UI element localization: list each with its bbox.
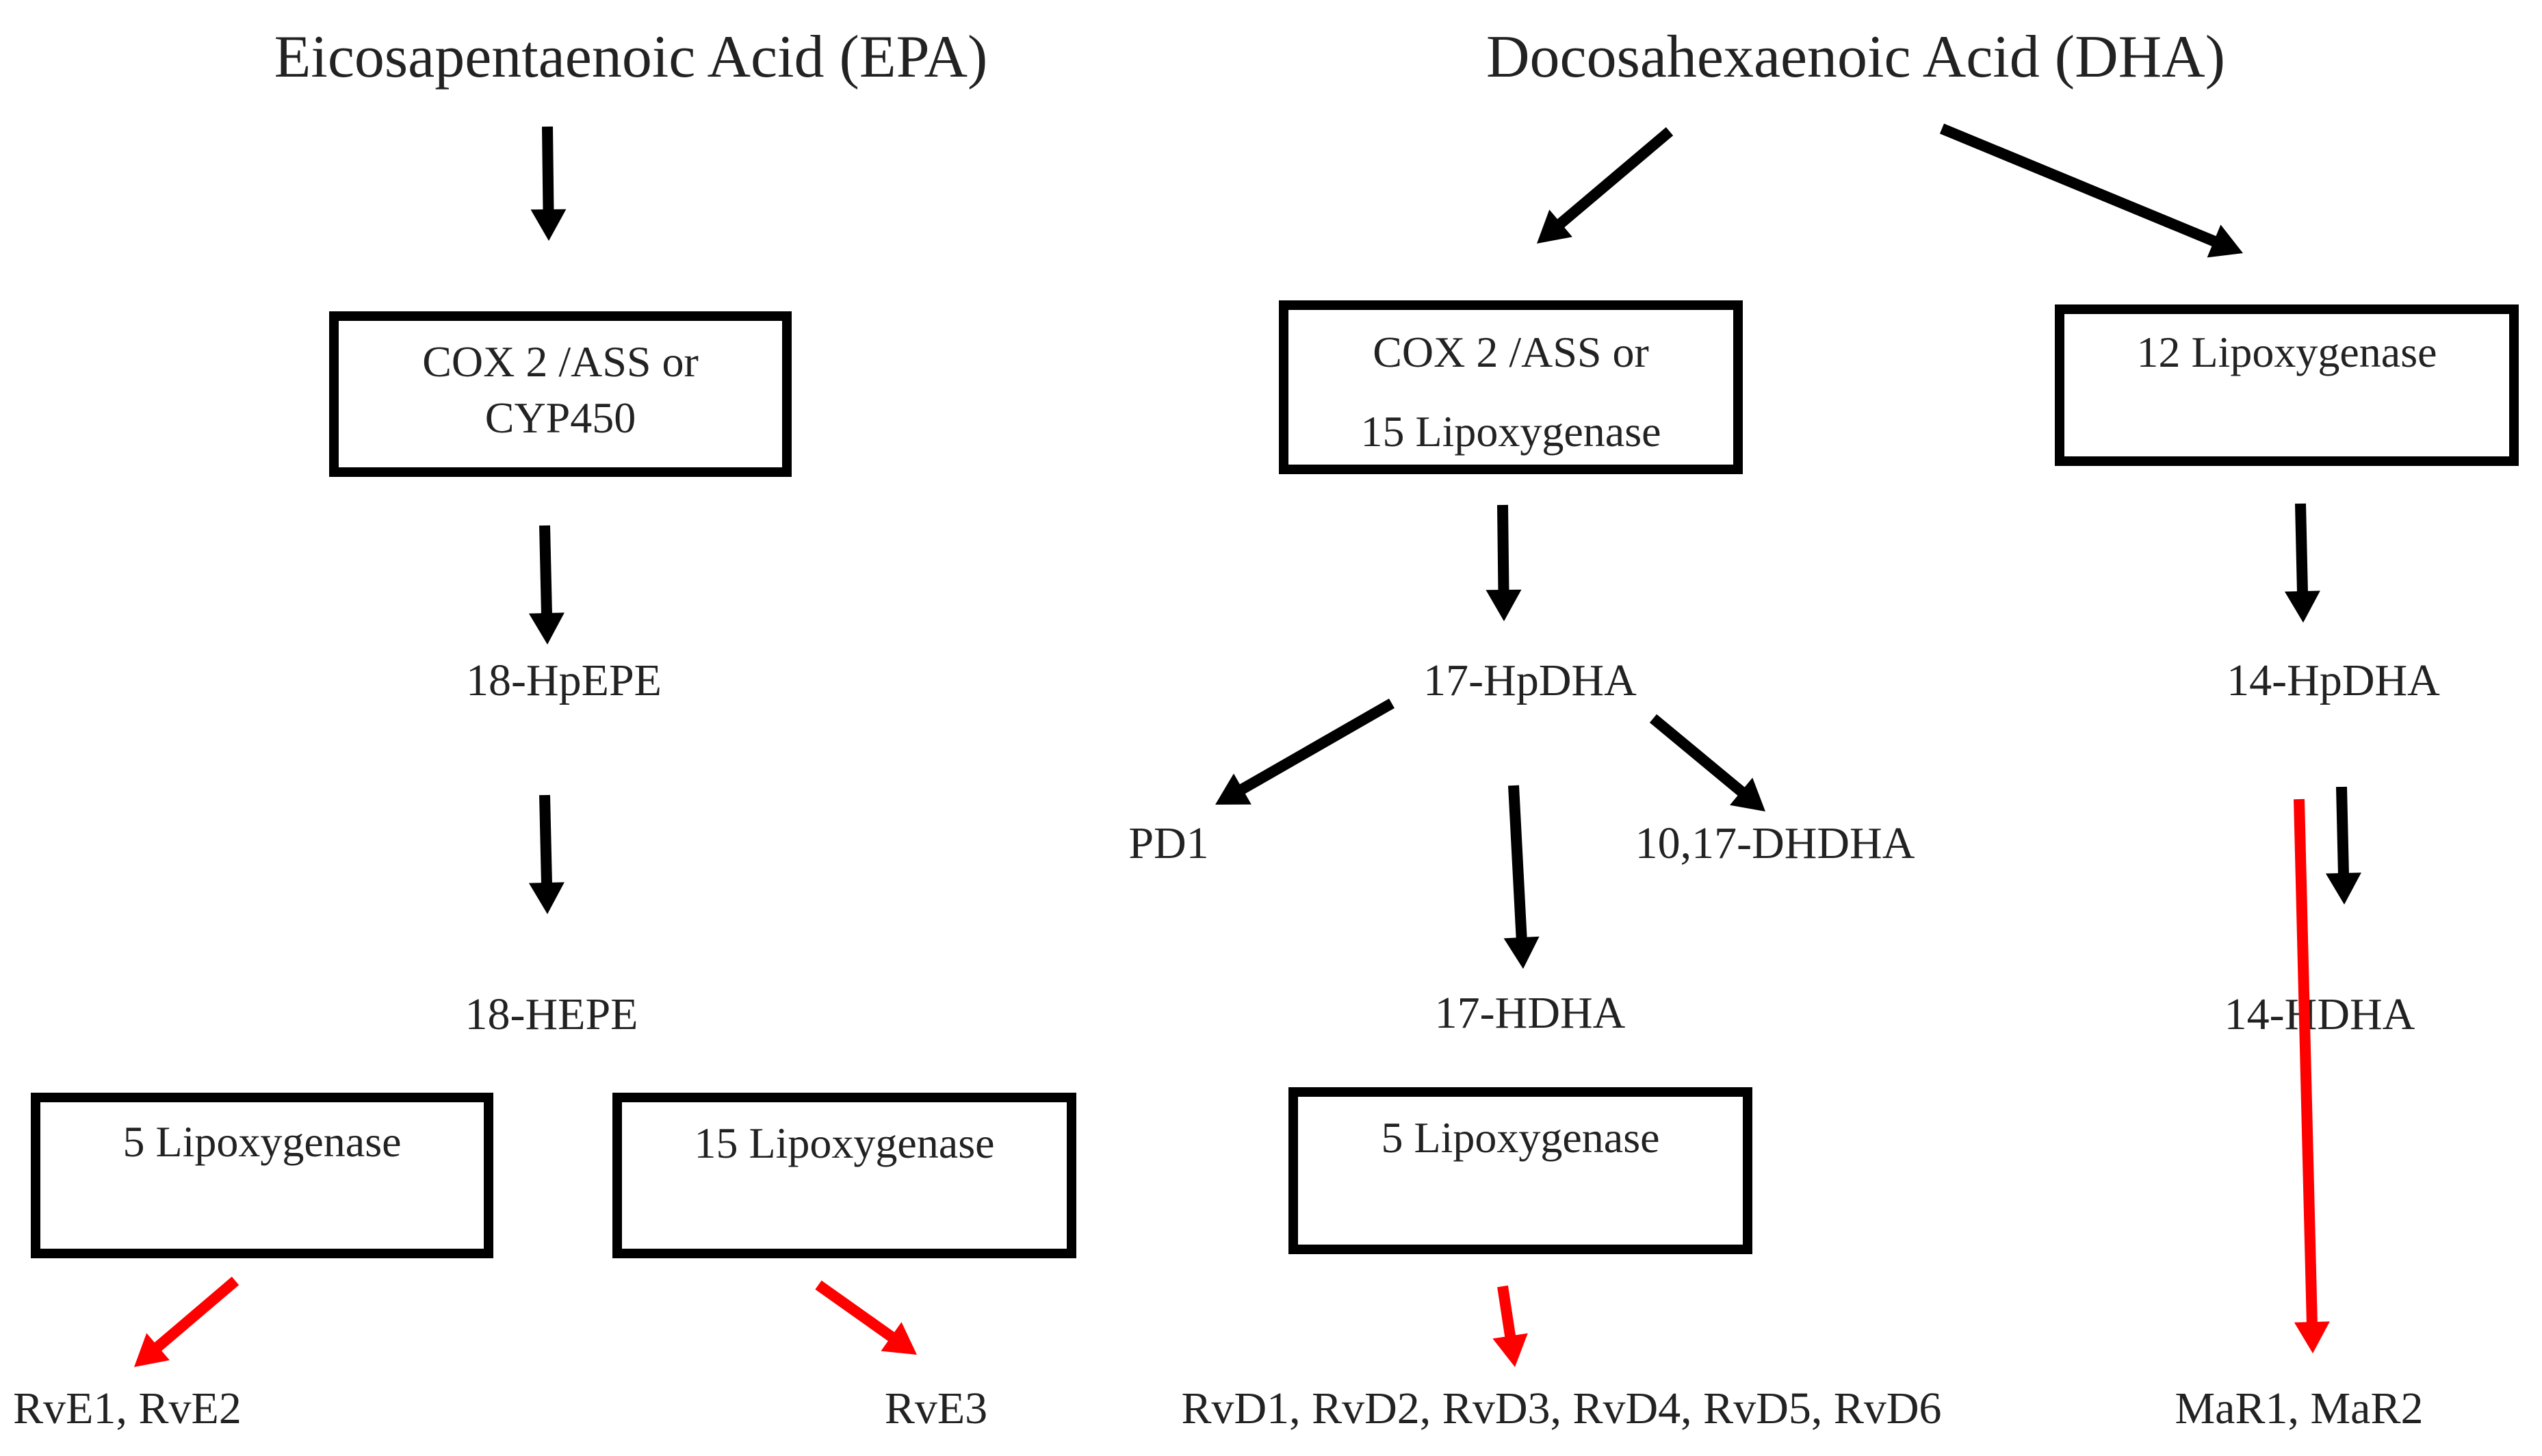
epa-5lox-label: 5 Lipoxygenase: [123, 1117, 402, 1166]
dhdha-label: 10,17-DHDHA: [1635, 818, 1915, 868]
arrow-lox12-to-hpdha14: [2284, 503, 2320, 623]
dha-5lox-label: 5 Lipoxygenase: [1382, 1113, 1660, 1162]
hpdha17-label: 17-HpDHA: [1423, 655, 1637, 705]
rvd-label: RvD1, RvD2, RvD3, RvD4, RvD5, RvD6: [1181, 1383, 1941, 1433]
hdha17-label: 17-HDHA: [1435, 988, 1626, 1038]
lox12-box: 12 Lipoxygenase: [2055, 304, 2519, 466]
dha-title: Docosahexaenoic Acid (DHA): [1486, 24, 2225, 90]
dha-5lox-box: 5 Lipoxygenase: [1288, 1087, 1752, 1254]
arrow-dha5lox-to-rvd: [1492, 1285, 1528, 1367]
arrow-hpdha17-to-hdha17: [1503, 785, 1540, 969]
epa-enzyme-line2: CYP450: [485, 393, 636, 442]
arrow-hpepe-to-hepe: [528, 794, 565, 914]
rve3-label: RvE3: [885, 1383, 987, 1433]
lox12-label: 12 Lipoxygenase: [2137, 328, 2437, 376]
arrow-epa-to-enzyme: [530, 126, 567, 241]
arrow-dha-to-enzyme: [1537, 127, 1674, 244]
hdha14-label: 14-HDHA: [2225, 989, 2415, 1039]
epa-enzyme-line1: COX 2 /ASS or: [422, 337, 699, 386]
dha-enzyme-line2: 15 Lipoxygenase: [1361, 407, 1661, 456]
dha-enzyme-line1: COX 2 /ASS or: [1373, 328, 1649, 376]
mar-label: MaR1, MaR2: [2175, 1383, 2424, 1433]
arrow-dha-to-lox12: [1939, 123, 2243, 258]
epa-enzyme-box: COX 2 /ASS or CYP450: [329, 311, 792, 477]
hepe-label: 18-HEPE: [465, 989, 638, 1039]
dha-enzyme-box: COX 2 /ASS or 15 Lipoxygenase: [1279, 300, 1743, 474]
arrow-hpdha17-to-dhdha: [1649, 714, 1765, 811]
epa-15lox-label: 15 Lipoxygenase: [695, 1119, 995, 1167]
arrow-layer: [134, 123, 2361, 1367]
arrow-epa15lox-to-rve3: [815, 1280, 917, 1355]
hpdha14-label: 14-HpDHA: [2227, 655, 2440, 705]
arrow-hpdha14-to-hdha14: [2325, 786, 2361, 905]
arrow-epa5lox-to-rve12: [134, 1276, 239, 1367]
hpepe-label: 18-HpEPE: [466, 655, 662, 705]
epa-15lox-box: 15 Lipoxygenase: [612, 1093, 1076, 1258]
arrow-hpdha14-to-mar: [2294, 798, 2330, 1353]
pd1-label: PD1: [1128, 818, 1208, 868]
arrow-epa-enzyme-to-hpepe: [528, 525, 565, 645]
epa-title: Eicosapentaenoic Acid (EPA): [274, 24, 988, 90]
arrow-hpdha17-to-pd1: [1215, 699, 1395, 805]
rve12-label: RvE1, RvE2: [13, 1383, 242, 1433]
epa-5lox-box: 5 Lipoxygenase: [31, 1093, 493, 1258]
arrow-dha-enzyme-to-hpdha17: [1486, 504, 1522, 621]
